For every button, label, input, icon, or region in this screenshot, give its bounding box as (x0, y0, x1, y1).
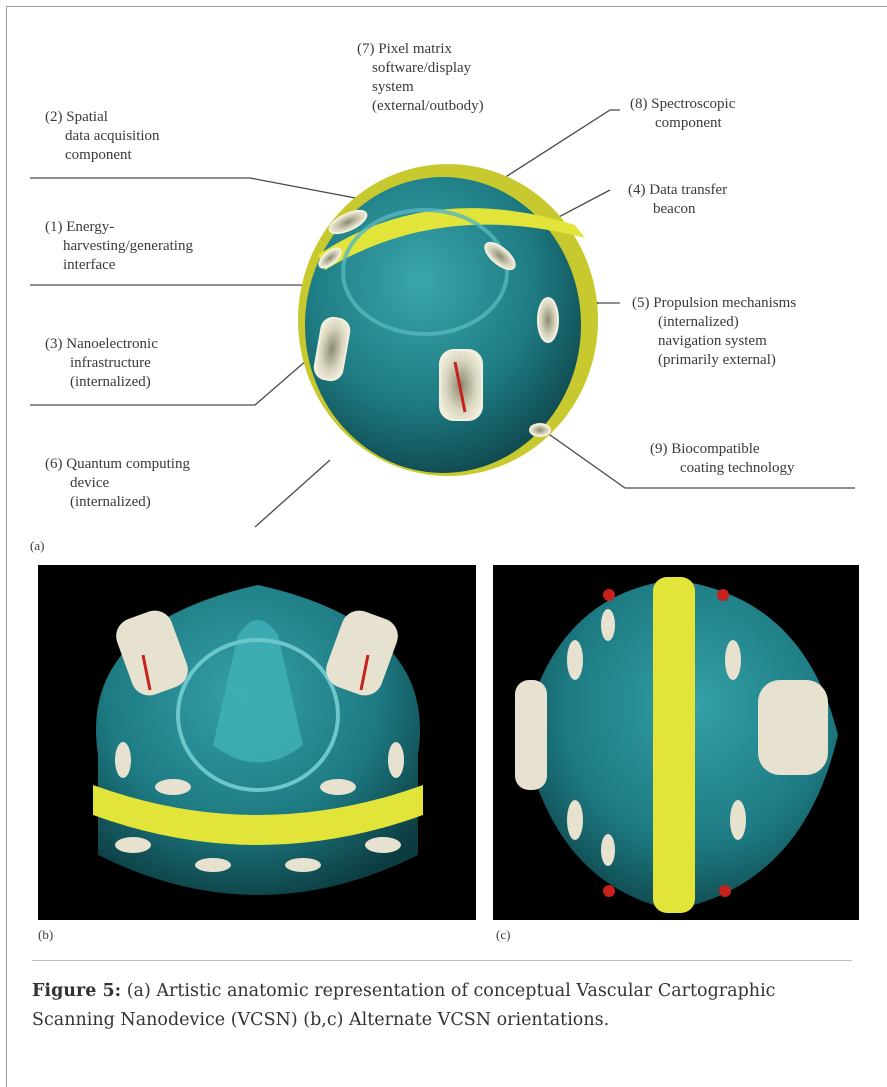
caption-divider (32, 960, 852, 961)
figure-caption: Figure 5: (a) Artistic anatomic represen… (32, 977, 852, 1035)
label-line: (2) Spatial (45, 108, 160, 127)
label-pixel-matrix: (7) Pixel matrix software/display system… (357, 40, 484, 116)
label-line: (7) Pixel matrix (357, 40, 484, 59)
label-line: component (630, 114, 735, 133)
label-line: (external/outbody) (357, 97, 484, 116)
label-line: interface (45, 256, 193, 275)
label-line: software/display (357, 59, 484, 78)
label-line: (internalized) (632, 313, 796, 332)
label-line: (1) Energy- (45, 218, 193, 237)
device-illustration-c (493, 565, 859, 920)
label-line: infrastructure (45, 354, 158, 373)
label-energy: (1) Energy- harvesting/generating interf… (45, 218, 193, 275)
label-line: harvesting/generating (45, 237, 193, 256)
panel-b-label: (b) (38, 927, 53, 943)
label-line: (9) Biocompatible (650, 440, 795, 459)
label-line: navigation system (632, 332, 796, 351)
label-line: (4) Data transfer (628, 181, 727, 200)
device-illustration-b (38, 565, 476, 920)
label-nanoelectronic: (3) Nanoelectronic infrastructure (inter… (45, 335, 158, 392)
label-line: (internalized) (45, 373, 158, 392)
label-line: (6) Quantum computing (45, 455, 190, 474)
label-spectroscopic: (8) Spectroscopic component (630, 95, 735, 133)
panel-b-image (38, 565, 476, 920)
label-line: (8) Spectroscopic (630, 95, 735, 114)
caption-text: (a) Artistic anatomic representation of … (32, 981, 775, 1030)
label-quantum: (6) Quantum computing device (internaliz… (45, 455, 190, 512)
panel-c-label: (c) (496, 927, 510, 943)
label-line: coating technology (650, 459, 795, 478)
label-line: device (45, 474, 190, 493)
label-line: system (357, 78, 484, 97)
label-line: (internalized) (45, 493, 190, 512)
label-line: (3) Nanoelectronic (45, 335, 158, 354)
label-line: beacon (628, 200, 727, 219)
label-line: (primarily external) (632, 351, 796, 370)
label-propulsion: (5) Propulsion mechanisms (internalized)… (632, 294, 796, 370)
caption-prefix: Figure 5: (32, 981, 121, 1001)
label-biocompatible: (9) Biocompatible coating technology (650, 440, 795, 478)
label-data-transfer: (4) Data transfer beacon (628, 181, 727, 219)
panel-c-image (493, 565, 859, 920)
label-line: component (45, 146, 160, 165)
panel-a-label: (a) (30, 538, 44, 554)
label-spatial-data: (2) Spatial data acquisition component (45, 108, 160, 165)
label-line: (5) Propulsion mechanisms (632, 294, 796, 313)
label-line: data acquisition (45, 127, 160, 146)
